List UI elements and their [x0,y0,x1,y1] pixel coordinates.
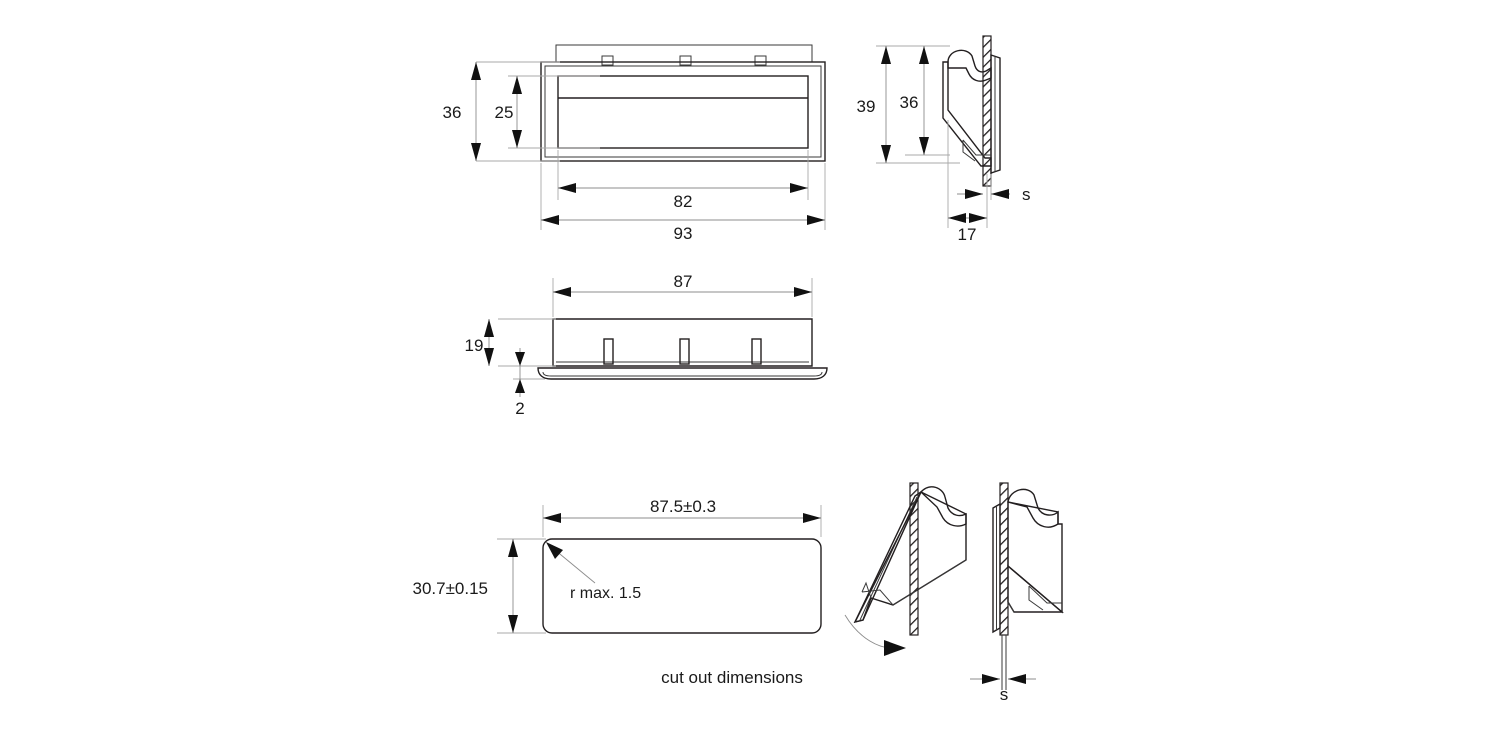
cutout-view: 87.5±0.3 30.7±0.15 r max. 1.5 cut out di… [412,497,822,687]
install1-detail-3 [892,559,967,606]
dimension-side-height-39: 39 [857,46,891,163]
dimension-label-cutout-height: 30.7±0.15 [412,579,488,598]
dimension-side-height-36: 36 [900,46,929,155]
side-handle-lower-body [942,61,992,167]
front-bezel-inner-edge [544,65,822,158]
dimension-label-82: 82 [674,192,693,211]
install2-detail-2 [1028,586,1044,611]
install2-flange [992,502,1001,634]
install1-detail-1 [861,589,894,606]
bottom-flange-inner [542,371,823,377]
side-view: 39 36 s 17 [857,35,1031,244]
side-handle-detail-line [962,139,991,156]
front-view: 36 25 82 93 [443,44,826,243]
side-view-extension-lines [876,45,992,228]
bottom-view-body [537,318,828,380]
bottom-view: 87 19 2 [465,272,828,418]
bottom-clip-left [603,338,614,365]
dimension-label-39: 39 [857,97,876,116]
dimension-panel-thickness-s: s [957,185,1031,204]
bottom-view-extension-lines [498,278,813,380]
dimension-bottom-flange-2: 2 [515,348,525,418]
dimension-label-36: 36 [443,103,462,122]
side-view-flange [990,54,1001,174]
dimension-front-height-36: 36 [443,62,481,161]
install1-handle-mass [853,491,967,624]
dimension-bottom-width-87: 87 [553,272,812,297]
side-handle-detail-line-2 [962,140,976,162]
front-recess-opening [557,75,809,149]
cutout-rectangle [542,538,822,634]
front-tab-center [679,55,692,66]
dimension-front-width-93: 93 [541,215,825,243]
dimension-label-s: s [1022,185,1031,204]
dimension-label-2: 2 [515,399,524,418]
note-label-r-max: r max. 1.5 [570,585,641,602]
front-tab-left [601,55,614,66]
install2-handle-body [1007,488,1064,614]
side-handle-top-curve [947,49,992,82]
install1-panel-section [909,482,919,636]
front-bezel-outer [540,61,826,162]
dimension-front-width-82: 82 [558,183,808,211]
cutout-radius-note: r max. 1.5 [546,542,641,602]
install1-detail-2 [861,581,872,599]
install2-panel-section [999,482,1009,636]
install2-detail-3 [1007,601,1015,613]
dimension-label-93: 93 [674,224,693,243]
install1-rotation-arrow [844,614,906,656]
installation-step-2: s [970,482,1064,704]
dimension-label-36-side: 36 [900,93,919,112]
dimension-cutout-width: 87.5±0.3 [543,497,821,523]
installation-step-1 [844,482,967,656]
install2-handle-top [1007,488,1059,528]
front-view-bezel [540,61,826,162]
front-view-extension-lines [476,61,826,230]
side-view-handle-body [942,49,992,167]
dimension-label-19: 19 [465,336,484,355]
install1-handle-top [920,486,967,527]
install1-handle-body [853,486,967,624]
dimension-label-s-2: s [1000,685,1009,704]
bottom-clip-center [679,338,690,365]
dimension-front-height-25: 25 [495,76,522,148]
bottom-clip-right [751,338,762,365]
front-tab-right [754,55,767,66]
dimension-bottom-height-19: 19 [465,319,494,366]
bottom-body-outline [552,318,813,367]
bottom-flange [537,367,828,380]
cutout-caption: cut out dimensions [661,668,803,687]
dimension-label-17: 17 [958,225,977,244]
cutout-extension-lines [497,505,822,634]
dimension-label-25: 25 [495,103,514,122]
dimension-install2-panel-thickness: s [970,674,1036,704]
side-panel-section [982,35,992,187]
install2-detail-1 [1028,585,1062,604]
side-view-panel [982,35,992,187]
dimension-cutout-height: 30.7±0.15 [412,539,518,633]
dimension-side-depth-17: 17 [948,213,987,244]
dimension-label-87: 87 [674,272,693,291]
dimension-label-cutout-width: 87.5±0.3 [650,497,716,516]
